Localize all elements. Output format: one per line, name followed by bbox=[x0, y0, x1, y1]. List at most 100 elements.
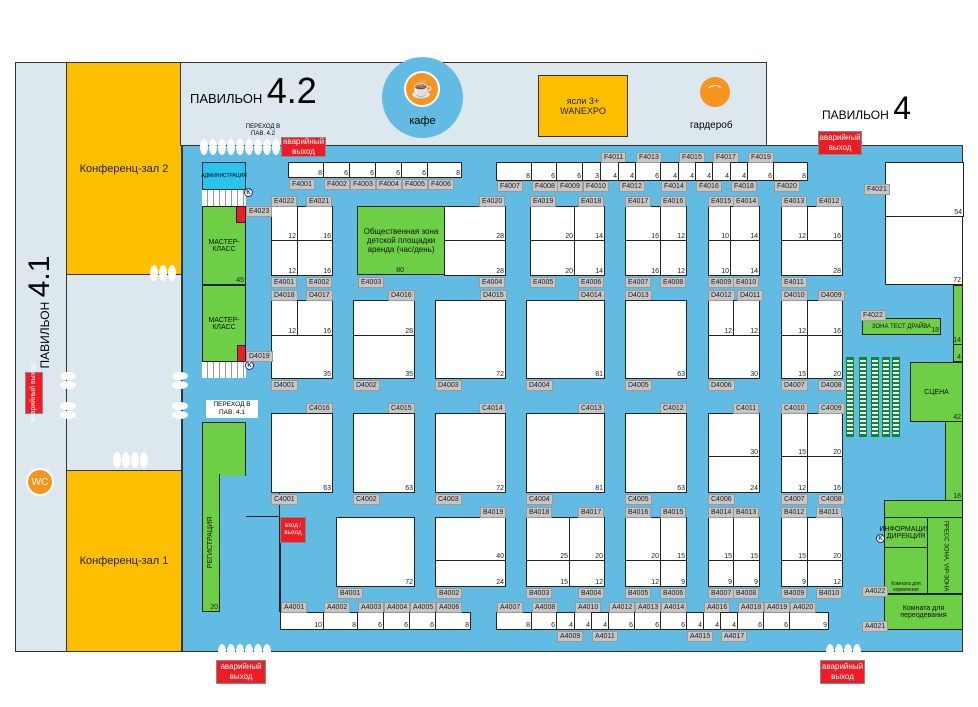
stand-id-label[interactable]: E4005 bbox=[530, 277, 557, 288]
conference-hall-2[interactable]: Конференц-зал 2 bbox=[66, 62, 182, 275]
stand-id-label[interactable]: A4011 bbox=[592, 631, 618, 642]
stand-id-label[interactable]: E4018 bbox=[578, 196, 605, 207]
stand-id-label[interactable]: F4009 bbox=[557, 181, 583, 192]
stand-id-label[interactable]: B4005 bbox=[625, 588, 652, 599]
stand-id-label[interactable]: D4012 bbox=[708, 290, 735, 301]
stand-f4017[interactable]: 4 bbox=[712, 162, 731, 181]
stand-a4013[interactable]: 6 bbox=[634, 612, 661, 630]
stand-e4017[interactable]: 16 bbox=[625, 206, 661, 241]
stand-f4014[interactable]: 4 bbox=[660, 162, 679, 181]
stand-c4004[interactable]: 81 bbox=[526, 413, 605, 493]
stand-id-label[interactable]: F4022 bbox=[860, 310, 886, 321]
stand-id-label[interactable]: B4002 bbox=[436, 588, 463, 599]
stand-id-label[interactable]: D4004 bbox=[526, 380, 553, 391]
stand-c4008[interactable]: 16 bbox=[807, 456, 843, 493]
stand-e4009[interactable]: 10 bbox=[708, 240, 731, 276]
stand-id-label[interactable]: E4019 bbox=[530, 196, 557, 207]
stand-e4014[interactable]: 14 bbox=[730, 206, 760, 241]
stand-id-label[interactable]: A4014 bbox=[661, 602, 688, 613]
stand-id-label[interactable]: C4003 bbox=[435, 494, 462, 505]
stand-e4021[interactable]: 16 bbox=[297, 206, 333, 241]
stand-e4005[interactable]: 20 bbox=[530, 240, 575, 276]
stand-id-label[interactable]: F4017 bbox=[713, 152, 739, 163]
stand-d4004[interactable]: 81 bbox=[526, 300, 605, 379]
stand-d4001[interactable]: 35 bbox=[271, 335, 333, 379]
stand-e4001[interactable]: 12 bbox=[271, 240, 298, 276]
stand-id-label[interactable]: F4013 bbox=[636, 152, 662, 163]
stand-a4001[interactable]: 10 bbox=[280, 612, 324, 630]
stand-id-label[interactable]: E4003 bbox=[358, 277, 385, 288]
stand-f4007[interactable]: 8 bbox=[496, 162, 532, 181]
stand-id-label[interactable]: E4010 bbox=[733, 277, 760, 288]
stand-id-label[interactable]: E4021 bbox=[306, 196, 333, 207]
conference-hall-1[interactable]: Конференц-зал 1 bbox=[66, 470, 182, 652]
kids-zone[interactable]: Общественная зона детской площадки аренд… bbox=[357, 206, 445, 275]
stand-id-label[interactable]: B4015 bbox=[660, 507, 687, 518]
stand-id-label[interactable]: A4013 bbox=[635, 602, 662, 613]
stand-id-label[interactable]: A4006 bbox=[436, 602, 463, 613]
stand-a4016[interactable]: 4 bbox=[703, 612, 721, 630]
stand-id-label[interactable]: E4017 bbox=[625, 196, 652, 207]
stand-a4006[interactable]: 8 bbox=[435, 612, 471, 630]
stand-id-label[interactable]: E4002 bbox=[306, 277, 333, 288]
stand-e4013[interactable]: 12 bbox=[781, 206, 808, 241]
administration[interactable]: АДМИНИСТРАЦИЯ bbox=[201, 162, 247, 190]
feeding-room[interactable]: Комната для кормления bbox=[884, 547, 928, 594]
stand-id-label[interactable]: F4016 bbox=[696, 181, 722, 192]
stand-d4008[interactable]: 20 bbox=[807, 335, 843, 379]
nursery[interactable]: ясли 3+ WANEXPO bbox=[538, 75, 628, 137]
stand-d4011[interactable]: 12 bbox=[733, 300, 760, 336]
stand-id-label[interactable]: C4004 bbox=[526, 494, 553, 505]
stand-b4015[interactable]: 15 bbox=[660, 517, 687, 561]
stand-id-label[interactable]: D4010 bbox=[781, 290, 808, 301]
stand-b4005[interactable]: 12 bbox=[625, 560, 661, 587]
stand-id-label[interactable]: E4006 bbox=[578, 277, 605, 288]
stand-id-label[interactable]: D4007 bbox=[781, 380, 808, 391]
stand-a4017[interactable]: 4 bbox=[720, 612, 738, 630]
wc-icon[interactable]: WC bbox=[26, 468, 54, 496]
stand-a4007[interactable]: 8 bbox=[496, 612, 532, 630]
stand-b4007[interactable]: 9 bbox=[708, 560, 734, 587]
stand-f4004[interactable]: 6 bbox=[375, 162, 402, 178]
stand-d4007[interactable]: 15 bbox=[781, 335, 808, 379]
stand-id-label[interactable]: A4004 bbox=[384, 602, 411, 613]
stand-id-label[interactable]: B4019 bbox=[480, 507, 507, 518]
stand-id-label[interactable]: B4008 bbox=[733, 588, 760, 599]
stand-b4002[interactable]: 24 bbox=[435, 560, 506, 587]
stand-b4001[interactable]: 72 bbox=[336, 517, 415, 587]
stand-id-label[interactable]: A4005 bbox=[410, 602, 437, 613]
stand-id-label[interactable]: F4007 bbox=[497, 181, 523, 192]
stand-a4012[interactable]: 6 bbox=[608, 612, 635, 630]
stand-id-label[interactable]: C4008 bbox=[818, 494, 845, 505]
stand-b4018[interactable]: 25 bbox=[526, 517, 570, 561]
stand-f4011[interactable]: 4 bbox=[600, 162, 619, 181]
stand-a4005[interactable]: 6 bbox=[409, 612, 436, 630]
stand-d4003[interactable]: 72 bbox=[435, 300, 506, 379]
stand-id-label[interactable]: C4011 bbox=[733, 403, 760, 414]
stand-id-label[interactable]: A4010 bbox=[575, 602, 602, 613]
stand-id-label[interactable]: C4002 bbox=[353, 494, 380, 505]
emergency-exit[interactable]: аварийный выход bbox=[25, 364, 43, 422]
stand-b4014[interactable]: 15 bbox=[708, 517, 734, 561]
stand-d4005[interactable]: 63 bbox=[625, 300, 687, 379]
stand-id-label[interactable]: F4018 bbox=[731, 181, 757, 192]
stand-id-label[interactable]: B4004 bbox=[578, 588, 605, 599]
stand-f4009[interactable]: 6 bbox=[556, 162, 583, 181]
stand-id-label[interactable]: E4007 bbox=[625, 277, 652, 288]
stand-id-label[interactable]: A4017 bbox=[721, 631, 748, 642]
stand-c4002[interactable]: 63 bbox=[353, 413, 415, 493]
stand-a4011[interactable]: 4 bbox=[591, 612, 609, 630]
stand-id-label[interactable]: F4001 bbox=[289, 179, 315, 190]
stand-id-label[interactable]: D4019 bbox=[246, 351, 273, 362]
stand-id-label[interactable]: A4020 bbox=[790, 602, 817, 613]
stand-id-label[interactable]: B4012 bbox=[781, 507, 808, 518]
stand-id-label[interactable]: B4016 bbox=[625, 507, 652, 518]
stand-e4015[interactable]: 10 bbox=[708, 206, 731, 241]
stand-f4008[interactable]: 6 bbox=[531, 162, 557, 181]
stand-f4001[interactable]: 8 bbox=[288, 162, 324, 178]
stand-id-label[interactable]: D4018 bbox=[271, 290, 298, 301]
stand-d4012[interactable]: 12 bbox=[708, 300, 734, 336]
stand-c4007[interactable]: 12 bbox=[781, 456, 808, 493]
stand-id-label[interactable]: D4003 bbox=[435, 380, 462, 391]
